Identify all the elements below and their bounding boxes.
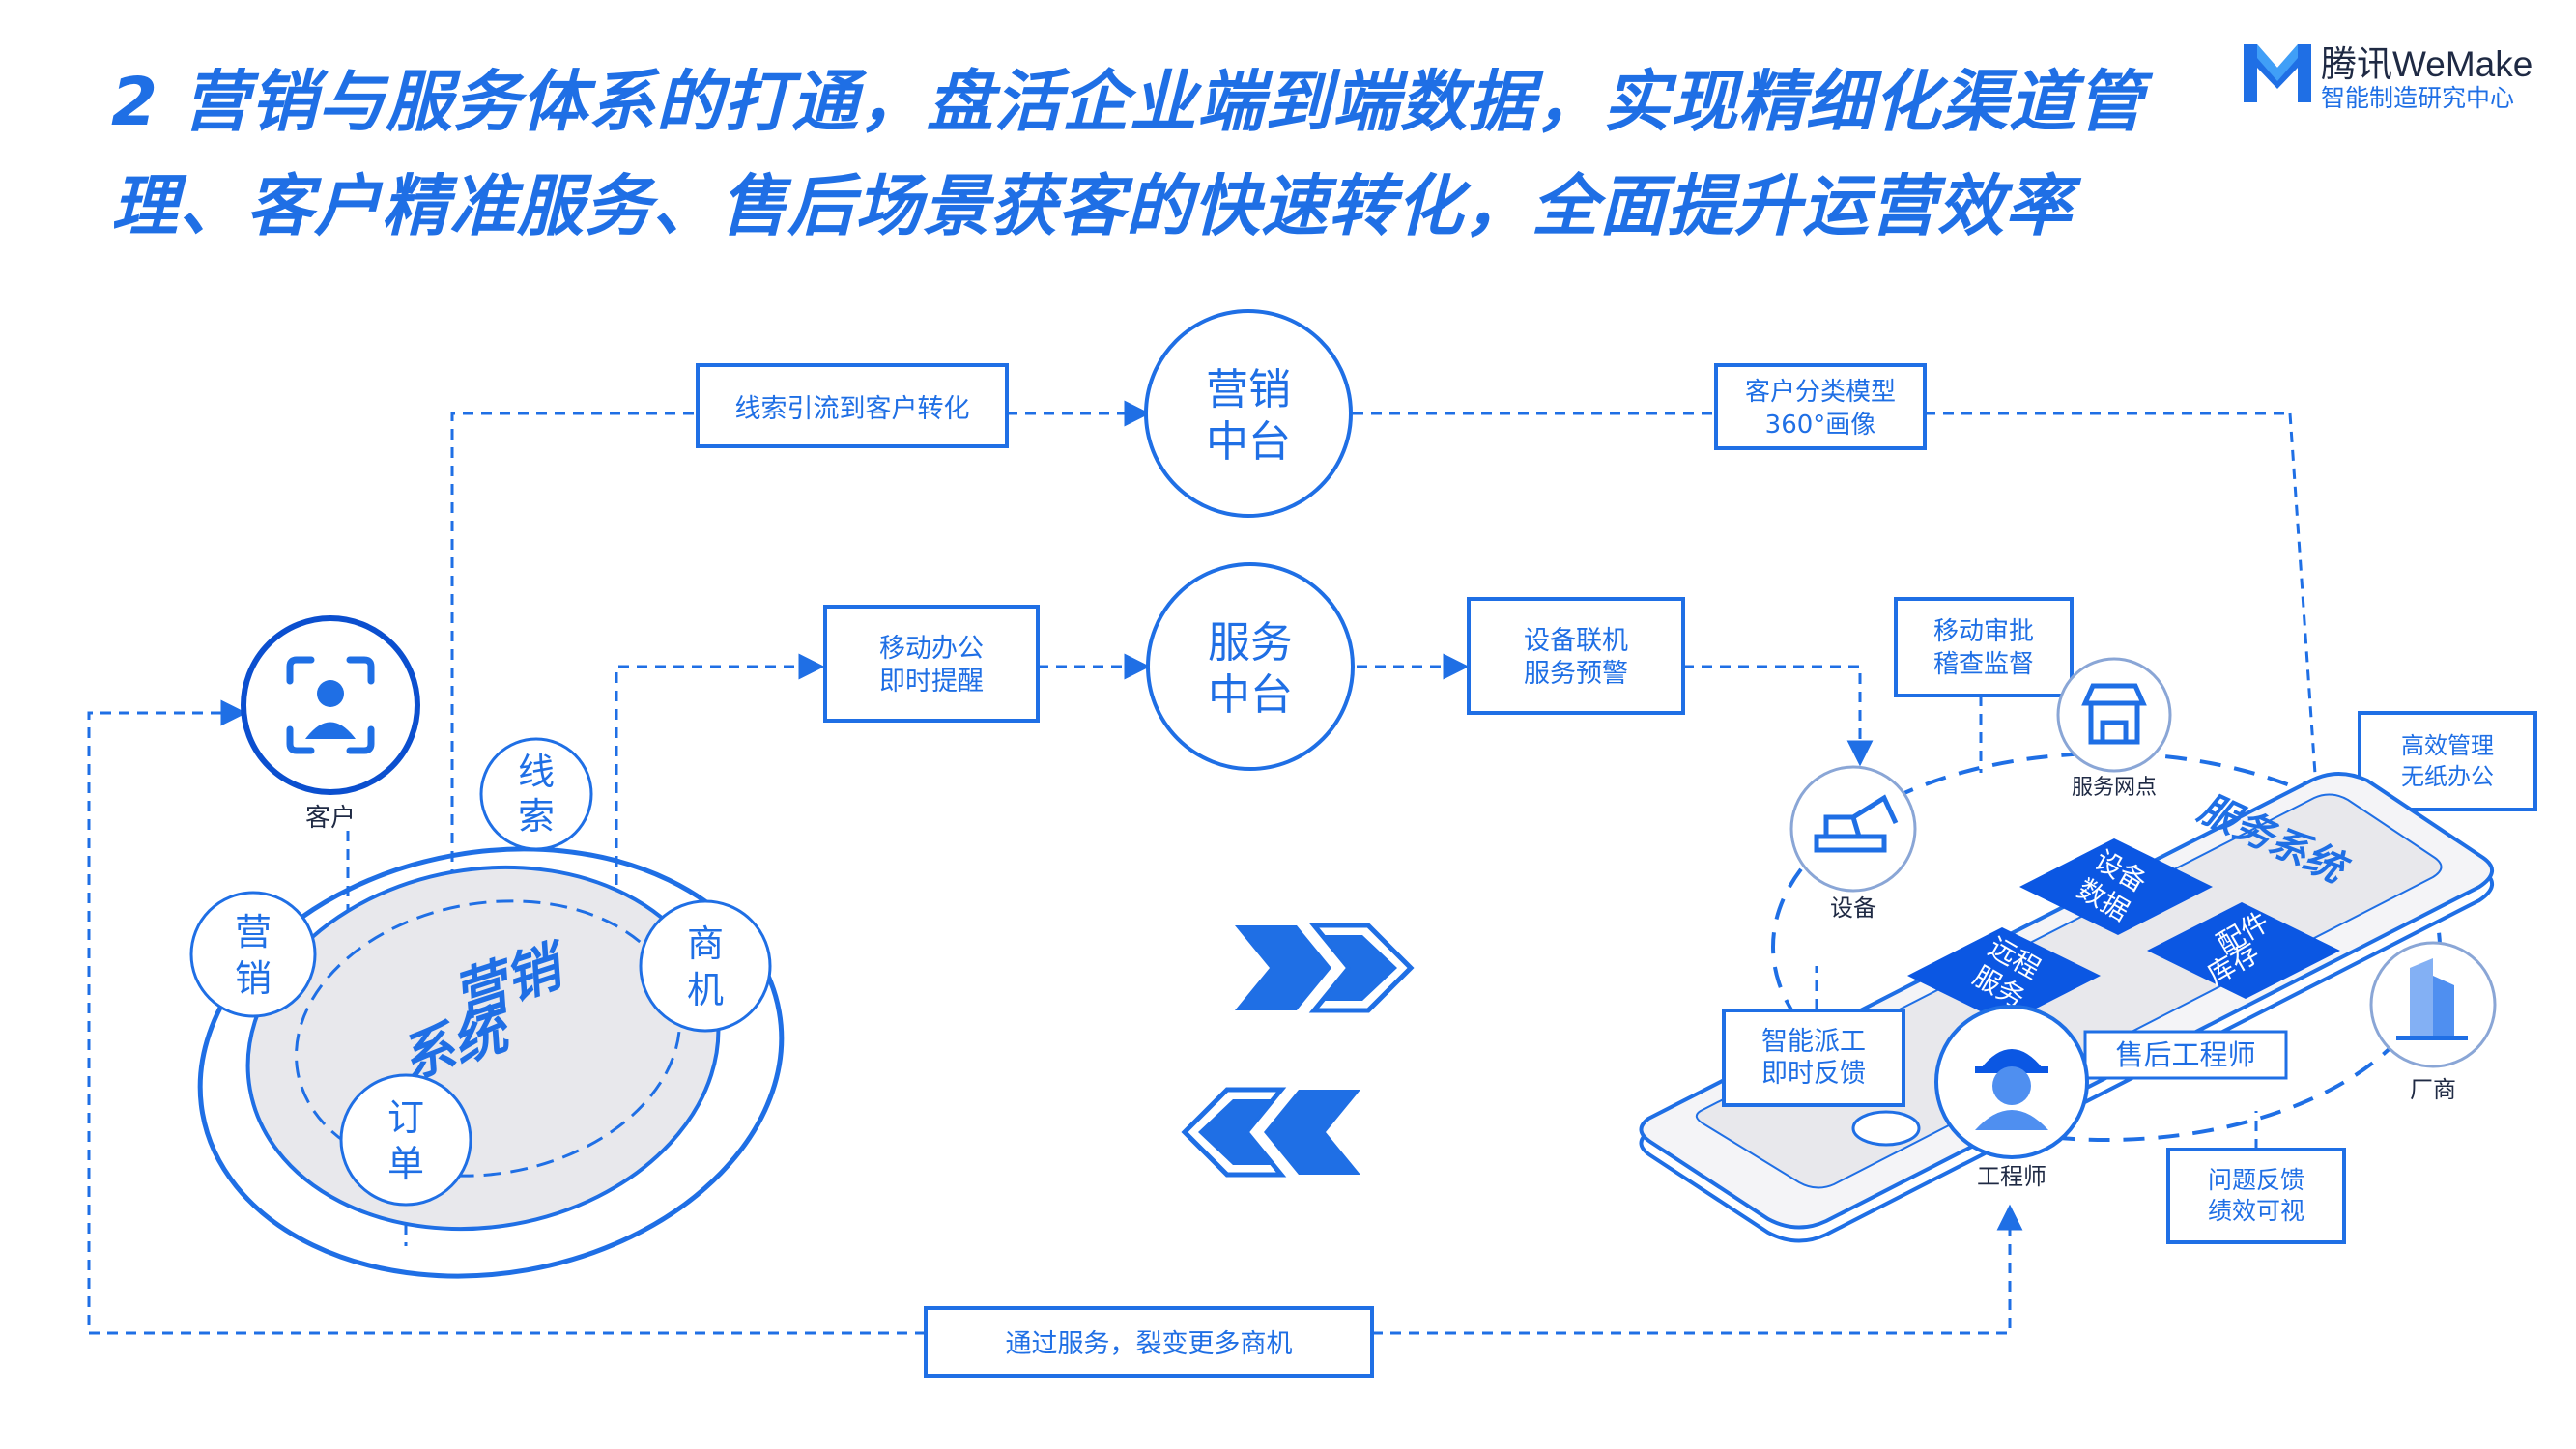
satellite-outlet: 服务网点: [2056, 657, 2172, 800]
svg-text:线索引流到客户转化: 线索引流到客户转化: [735, 394, 970, 424]
box-mobile-approval: 移动审批 稽查监督: [1894, 597, 2074, 697]
node-leads: 线 索: [479, 737, 593, 851]
box-smart-dispatch: 智能派工 即时反馈: [1722, 1009, 1905, 1107]
svg-text:索: 索: [518, 795, 555, 838]
connector-mid-left: [615, 653, 825, 1032]
connector-bottom-left: [87, 699, 926, 1335]
svg-text:移动审批: 移动审批: [1933, 617, 2034, 646]
box-device-alert: 设备联机 服务预警: [1467, 597, 1685, 715]
tile-device-data: 设备 数据: [2019, 838, 2213, 935]
svg-text:绩效可视: 绩效可视: [2208, 1197, 2304, 1225]
customer-label: 客户: [305, 804, 356, 833]
connector-top-left: [450, 412, 698, 898]
logo-name: 腾讯WeMake: [2321, 44, 2533, 84]
svg-text:即时反馈: 即时反馈: [1761, 1059, 1866, 1089]
excavator-icon: [1814, 794, 1899, 853]
service-system: 设备 数据 配件 库存 远程 服务 服务系统 售后工程师 智能: [1639, 657, 2497, 1244]
marketing-system: 营销 系统 客户 线 索: [189, 615, 785, 1279]
svg-text:稽查监督: 稽查监督: [1933, 650, 2034, 679]
svg-text:服务预警: 服务预警: [1524, 659, 1628, 689]
svg-text:营销: 营销: [1206, 365, 1291, 414]
svg-text:工程师: 工程师: [1977, 1163, 2046, 1190]
customer-node: 客户: [241, 615, 420, 833]
svg-text:服务网点: 服务网点: [2072, 776, 2157, 800]
svg-text:移动办公: 移动办公: [879, 634, 984, 664]
svg-text:360°画像: 360°画像: [1765, 411, 1876, 440]
box-lead-conversion: 线索引流到客户转化: [696, 363, 1009, 448]
brand-logo: 腾讯WeMake 智能制造研究中心: [2240, 35, 2549, 112]
svg-text:无纸办公: 无纸办公: [2401, 763, 2494, 790]
svg-text:即时提醒: 即时提醒: [879, 667, 984, 696]
phone-home-button: [1851, 1110, 1921, 1147]
chevron-right-icon: [1235, 923, 1415, 1013]
svg-text:线: 线: [518, 751, 555, 793]
svg-text:客户分类模型: 客户分类模型: [1745, 378, 1896, 407]
svg-text:商: 商: [687, 923, 724, 965]
svg-text:机: 机: [687, 969, 724, 1011]
chevron-left-icon: [1181, 1087, 1360, 1178]
connector-device-down: [1683, 665, 1874, 767]
svg-text:售后工程师: 售后工程师: [2115, 1038, 2255, 1071]
svg-text:设备: 设备: [1830, 895, 1876, 922]
satellite-engineer: 工程师: [1934, 1005, 2089, 1190]
box-mobile-office: 移动办公 即时提醒: [823, 605, 1040, 723]
tile-parts-stock: 配件 库存: [2147, 902, 2340, 999]
connector-bottom-right: [1372, 1204, 2023, 1335]
svg-text:订: 订: [387, 1096, 424, 1139]
marketing-outer-ring: [197, 846, 785, 1279]
satellite-device: 设备: [1789, 765, 1917, 922]
svg-text:厂商: 厂商: [2410, 1076, 2456, 1103]
logo-subtitle: 智能制造研究中心: [2321, 84, 2515, 112]
node-marketing: 营 销: [189, 891, 317, 1018]
svg-text:问题反馈: 问题反馈: [2208, 1166, 2304, 1194]
svg-text:服务: 服务: [1208, 618, 1293, 668]
svg-text:营: 营: [235, 911, 272, 953]
service-hub: 服务 中台: [1146, 562, 1355, 771]
store-icon: [2081, 683, 2147, 745]
engineer-icon: [1975, 1049, 2048, 1130]
face-scan-icon: [286, 656, 375, 754]
svg-text:智能派工: 智能派工: [1761, 1027, 1866, 1057]
satellite-vendor: 厂商: [2369, 941, 2497, 1103]
svg-text:设备联机: 设备联机: [1524, 626, 1628, 656]
node-order: 订 单: [339, 1073, 472, 1207]
node-opportunity: 商 机: [639, 899, 772, 1033]
wemake-logo-icon: [2244, 44, 2311, 102]
label-boxes: 线索引流到客户转化 客户分类模型 360°画像 移动办公 即时提醒 设备联机 服…: [696, 363, 2537, 1378]
svg-text:通过服务，裂变更多商机: 通过服务，裂变更多商机: [1006, 1329, 1293, 1359]
box-bottom: 通过服务，裂变更多商机: [924, 1306, 1374, 1378]
svg-text:销: 销: [235, 957, 272, 1000]
box-feedback-perf: 问题反馈 绩效可视: [2166, 1148, 2346, 1244]
box-customer-model: 客户分类模型 360°画像: [1714, 363, 1927, 450]
engineer-tag: 售后工程师: [2083, 1030, 2288, 1080]
connector-right-down: [2288, 412, 2329, 808]
svg-text:单: 单: [387, 1143, 424, 1185]
svg-text:高效管理: 高效管理: [2401, 732, 2494, 759]
building-icon: [2396, 958, 2468, 1040]
svg-text:中台: 中台: [1208, 670, 1293, 720]
marketing-hub: 营销 中台: [1144, 309, 1353, 518]
svg-text:中台: 中台: [1206, 417, 1291, 467]
page-title: 2 营销与服务体系的打通，盘活企业端到端数据，实现精细化渠道管理、客户精准服务、…: [111, 64, 2145, 245]
